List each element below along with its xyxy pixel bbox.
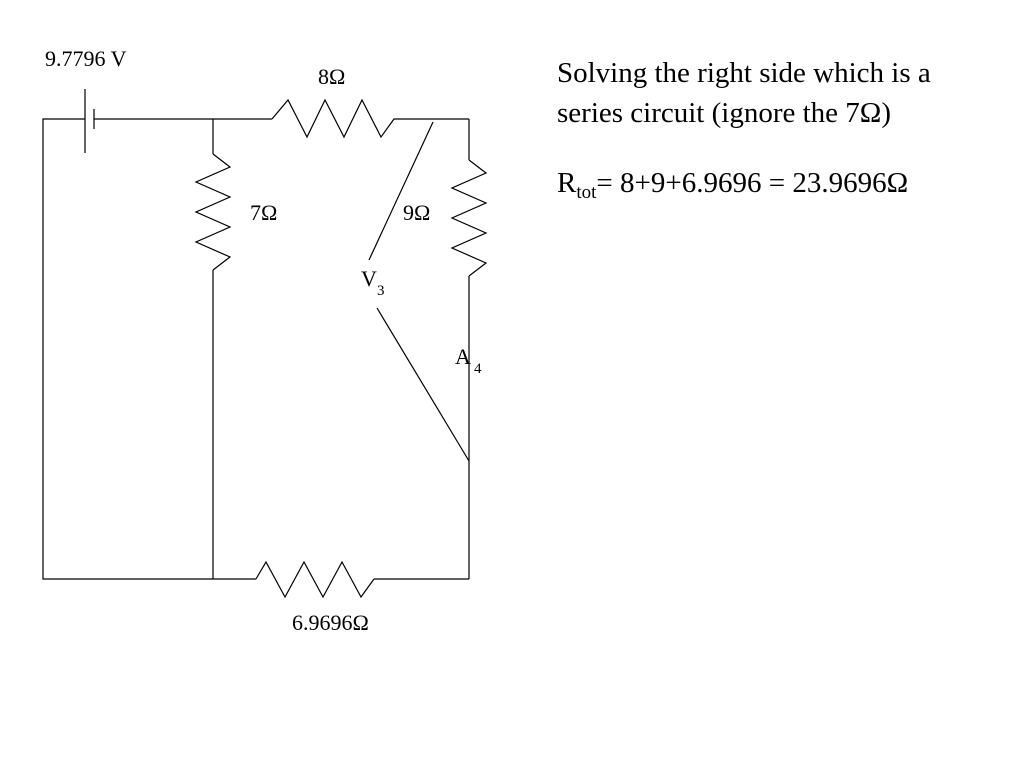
ammeter-index: 4: [474, 361, 482, 377]
rtot-expression: = 8+9+6.9696 = 23.9696Ω: [596, 167, 909, 199]
resistor-7ohm-symbol: [194, 153, 232, 271]
resistor-9ohm-label: 9Ω: [403, 200, 430, 225]
notes-spacer: [557, 133, 1017, 163]
wire-left-loop: [42, 118, 213, 580]
ammeter-label: A: [455, 344, 471, 369]
resistor-6.9696ohm-symbol: [255, 560, 375, 599]
notes-line-2: series circuit (ignore the 7Ω): [557, 97, 891, 129]
resistor-6.9696ohm-label: 6.9696Ω: [292, 610, 369, 635]
rtot-symbol: R: [557, 167, 577, 199]
voltmeter-probe-bottom: [376, 307, 470, 462]
resistor-9ohm-symbol: [450, 159, 488, 277]
voltmeter-index: 3: [377, 283, 385, 299]
voltmeter-probe-top: [368, 121, 434, 261]
voltmeter-label: V: [361, 266, 377, 291]
battery-label: 9.7796 V: [45, 46, 127, 71]
explanation-notes: Solving the right side which is a series…: [557, 53, 1017, 203]
resistor-8ohm-symbol: [271, 98, 410, 139]
resistor-8ohm-label: 8Ω: [318, 64, 345, 89]
notes-line-1: Solving the right side which is a: [557, 57, 931, 89]
total-resistance-equation: Rtot= 8+9+6.9696 = 23.9696Ω: [557, 163, 1017, 203]
resistor-7ohm-label: 7Ω: [250, 200, 277, 225]
rtot-subscript: tot: [576, 182, 597, 203]
